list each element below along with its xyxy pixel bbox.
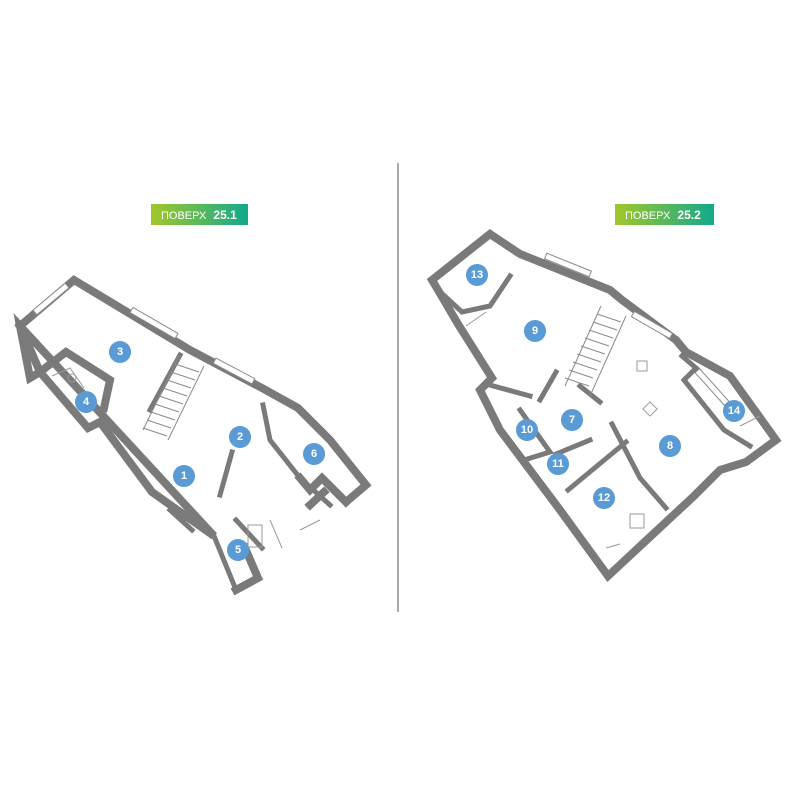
floor-25-1-plan: ПОВЕРХ 25.1 xyxy=(13,204,372,596)
floor-label-number: 25.1 xyxy=(213,208,237,222)
svg-text:13: 13 xyxy=(471,269,483,281)
room-marker-9: 9 xyxy=(524,320,547,343)
svg-text:5: 5 xyxy=(235,544,241,556)
svg-text:ПОВЕРХ 25.2: ПОВЕРХ 25.2 xyxy=(625,208,701,222)
svg-text:4: 4 xyxy=(83,396,90,408)
room-marker-1: 1 xyxy=(173,465,196,487)
room-marker-6: 6 xyxy=(303,443,326,465)
room-marker-13: 13 xyxy=(466,264,489,286)
svg-text:12: 12 xyxy=(598,492,610,504)
room-marker-8: 8 xyxy=(659,435,682,458)
room-marker-4: 4 xyxy=(75,391,98,414)
room-marker-5: 5 xyxy=(227,539,250,561)
svg-text:2: 2 xyxy=(237,431,243,443)
svg-text:ПОВЕРХ 25.1: ПОВЕРХ 25.1 xyxy=(161,208,237,222)
exterior-wall xyxy=(13,275,372,596)
staircase xyxy=(564,305,627,397)
exterior-wall xyxy=(426,229,782,583)
svg-text:6: 6 xyxy=(311,448,317,460)
floor-label-number: 25.2 xyxy=(677,208,701,222)
floor-label-badge-25-1: ПОВЕРХ 25.1 xyxy=(151,204,248,225)
svg-text:10: 10 xyxy=(521,424,533,436)
svg-text:1: 1 xyxy=(181,470,187,482)
staircase xyxy=(142,355,205,441)
room-marker-3: 3 xyxy=(109,341,132,363)
svg-text:9: 9 xyxy=(532,325,538,337)
floor-25-2-plan: ПОВЕРХ 25.2 xyxy=(426,204,782,583)
floor-label-text: ПОВЕРХ xyxy=(625,210,671,222)
svg-text:7: 7 xyxy=(569,414,575,426)
floor-label-text: ПОВЕРХ xyxy=(161,210,207,222)
floor-label-badge-25-2: ПОВЕРХ 25.2 xyxy=(615,204,714,225)
svg-text:11: 11 xyxy=(552,458,564,470)
room-marker-2: 2 xyxy=(229,426,252,448)
svg-text:3: 3 xyxy=(117,346,123,358)
svg-text:8: 8 xyxy=(667,440,673,452)
room-marker-7: 7 xyxy=(561,409,584,432)
svg-text:14: 14 xyxy=(728,405,741,417)
room-marker-12: 12 xyxy=(593,487,616,509)
room-marker-11: 11 xyxy=(547,453,570,476)
room-marker-10: 10 xyxy=(516,419,539,442)
room-marker-14: 14 xyxy=(723,400,746,423)
